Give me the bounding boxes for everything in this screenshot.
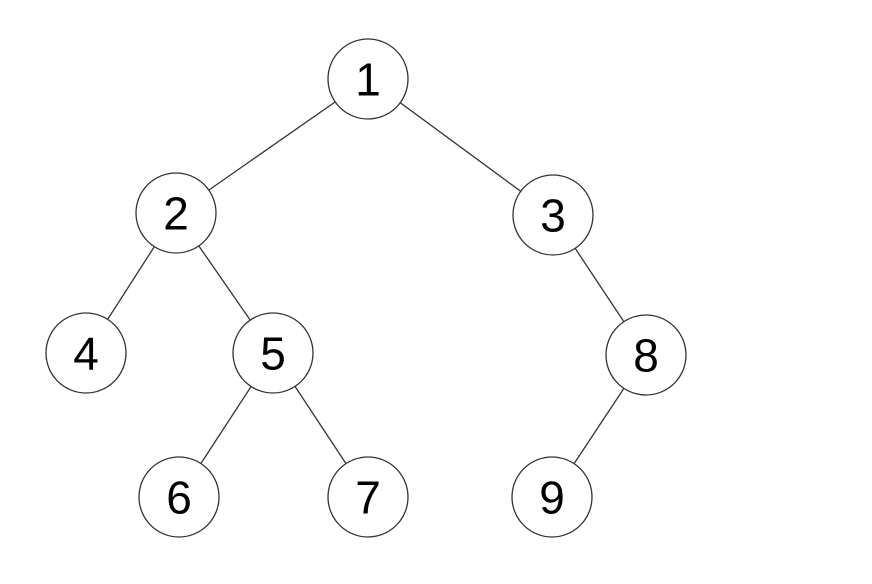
tree-node-4: 4 [45, 312, 127, 394]
tree-node-8: 8 [605, 314, 687, 396]
tree-node-1: 1 [327, 38, 409, 120]
tree-node-circle-2 [135, 172, 217, 254]
tree-node-2: 2 [135, 172, 217, 254]
tree-node-circle-9 [511, 456, 593, 538]
tree-node-circle-8 [605, 314, 687, 396]
tree-node-label-8: 8 [633, 330, 659, 382]
tree-node-label-3: 3 [540, 190, 566, 242]
tree-node-label-6: 6 [166, 472, 192, 524]
tree-node-label-9: 9 [539, 472, 565, 524]
tree-node-label-4: 4 [73, 328, 99, 380]
tree-node-6: 6 [138, 456, 220, 538]
tree-node-label-1: 1 [355, 54, 381, 106]
tree-node-label-5: 5 [260, 328, 286, 380]
tree-node-3: 3 [512, 174, 594, 256]
tree-node-7: 7 [327, 456, 409, 538]
tree-node-9: 9 [511, 456, 593, 538]
tree-node-circle-7 [327, 456, 409, 538]
tree-node-circle-4 [45, 312, 127, 394]
tree-node-circle-6 [138, 456, 220, 538]
tree-node-circle-3 [512, 174, 594, 256]
tree-node-circle-1 [327, 38, 409, 120]
tree-node-label-2: 2 [163, 188, 189, 240]
tree-node-5: 5 [232, 312, 314, 394]
tree-node-label-7: 7 [355, 472, 381, 524]
tree-node-circle-5 [232, 312, 314, 394]
